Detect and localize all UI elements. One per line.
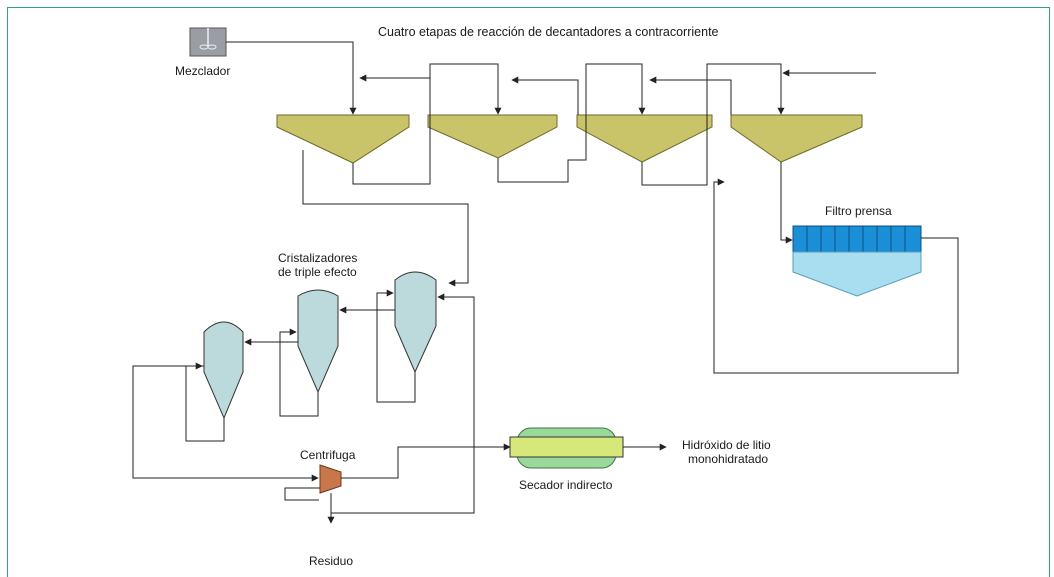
- centrifuge: [319, 464, 342, 494]
- dryer-label: Secador indirecto: [519, 478, 613, 492]
- residue-label: Residuo: [309, 554, 353, 568]
- loop-c2: [279, 328, 319, 417]
- underflow-1-to-2: [352, 63, 502, 185]
- decanter-4: [730, 114, 863, 163]
- pipe-to-centrifuge: [132, 365, 319, 482]
- filter-press-plates: [792, 225, 922, 253]
- filter-press-hopper: [792, 251, 922, 297]
- crystallizer-1: [203, 321, 244, 420]
- pipe-centrifuge-to-dryer: [341, 443, 511, 479]
- overflow-2-to-1: [359, 74, 431, 115]
- crystallizers-label-line-2: de triple efecto: [278, 265, 357, 279]
- filter-press-return: [713, 178, 959, 374]
- filter-press-label: Filtro prensa: [825, 204, 892, 218]
- filter-press: [792, 225, 922, 297]
- decanter-1: [276, 114, 410, 164]
- centrifuge-label: Centrifuga: [300, 448, 356, 462]
- crystallizers: [203, 271, 437, 420]
- decanter-3: [576, 114, 713, 163]
- decanter-2: [427, 114, 558, 159]
- indirect-dryer: [509, 427, 624, 469]
- centrifuge-loop: [284, 487, 320, 501]
- loop-c3: [376, 289, 416, 403]
- overflow-3-to-2: [511, 76, 579, 115]
- dryer-band: [509, 436, 624, 458]
- decanters: [276, 114, 863, 164]
- underflow-3-to-4: [641, 63, 785, 186]
- overflow-4-to-3: [649, 76, 732, 115]
- pipe-mixer-to-decanter-1: [226, 41, 357, 115]
- diagram-title: Cuatro etapas de reacción de decantadore…: [378, 25, 719, 39]
- underflow-2-to-3: [497, 63, 646, 183]
- pipe-to-crystallizer-3: [302, 150, 469, 287]
- mixer-label: Mezclador: [175, 64, 230, 78]
- crystallizers-label-line-1: Cristalizadores: [278, 251, 357, 265]
- diagram-frame: [7, 7, 1050, 577]
- mixer: [189, 27, 227, 57]
- crystallizer-2: [297, 289, 339, 394]
- mother-liquor-return: [331, 293, 475, 514]
- product-label-line-2: monohidratado: [688, 452, 768, 466]
- crystallizer-3: [394, 271, 437, 374]
- pipe-to-filter-press: [780, 162, 793, 244]
- product-label-line-1: Hidróxido de litio: [682, 438, 771, 452]
